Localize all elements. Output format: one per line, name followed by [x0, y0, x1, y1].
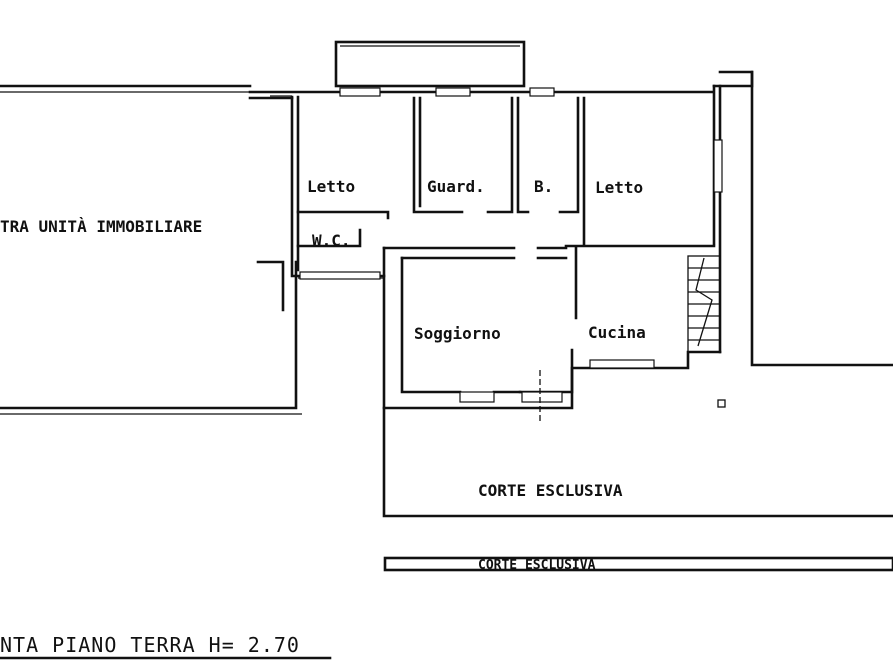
staircase	[687, 255, 721, 353]
top-projection	[334, 40, 526, 88]
neighbor-unit-label: TRA UNITÀ IMMOBILIARE	[0, 217, 202, 236]
neighbor-unit-outline	[0, 84, 302, 415]
room-label-guardaroba: Guard.	[427, 177, 485, 196]
room-label-letto-right: Letto	[595, 178, 643, 197]
room-label-letto-left: Letto	[307, 177, 355, 196]
room-label-soggiorno: Soggiorno	[414, 324, 501, 343]
room-label-wc: W.C.	[312, 231, 351, 250]
plan-title: NTA PIANO TERRA H= 2.70	[0, 633, 300, 657]
courtyard-label: CORTE ESCLUSIVA	[478, 481, 623, 500]
room-label-bagno: B.	[534, 177, 553, 196]
interior-partitions	[296, 96, 722, 410]
room-label-cucina: Cucina	[588, 323, 646, 342]
courtyard-outline	[382, 406, 893, 518]
axis-marks	[539, 370, 726, 424]
top-windows	[339, 87, 723, 193]
courtyard-strip	[383, 556, 893, 572]
apartment-outer-walls	[248, 70, 893, 367]
courtyard-strip-label: CORTE ESCLUSIVA	[478, 558, 596, 573]
